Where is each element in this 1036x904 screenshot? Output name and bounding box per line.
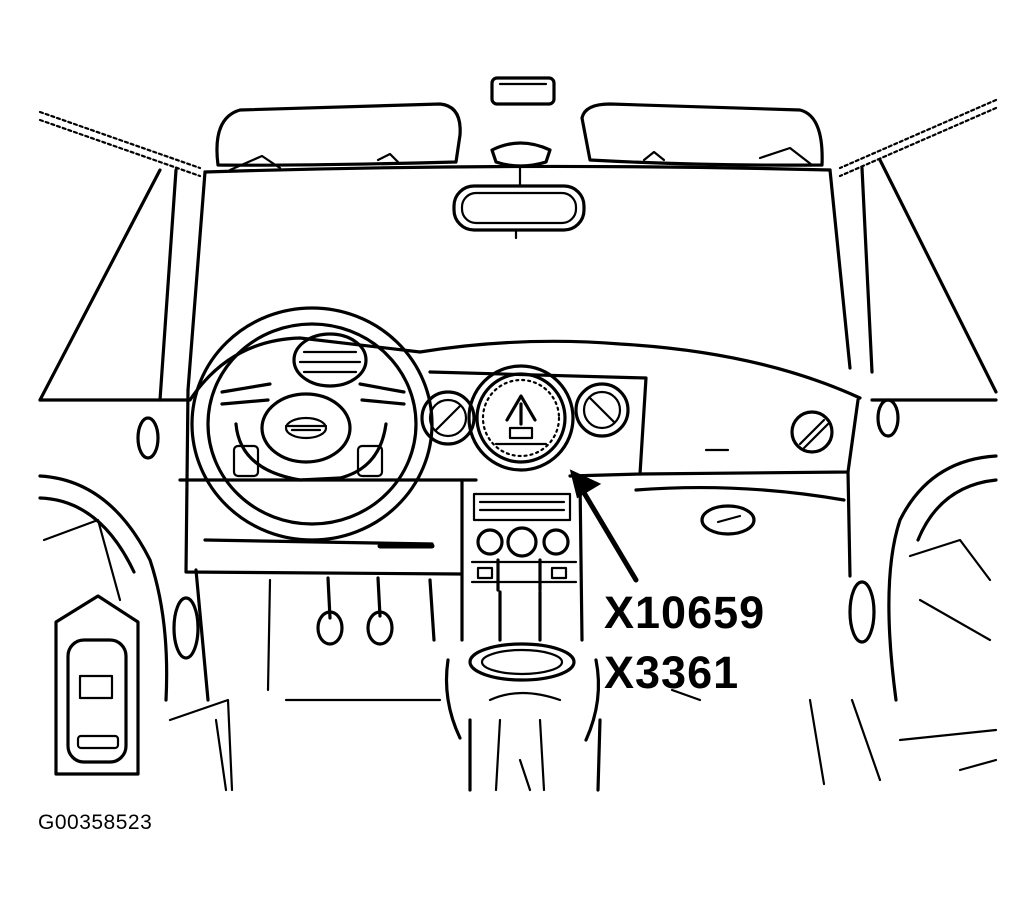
callout-arrow [569,469,639,583]
sun-visor-right [580,102,824,167]
windshield [38,158,998,402]
instrument-cluster [420,364,630,472]
door-left [38,398,234,792]
figure-id: G00358523 [38,811,153,834]
center-console [460,478,584,642]
glove-box-latch [700,504,756,536]
dashboard [178,336,862,578]
window-switch-inset [54,594,140,776]
dome-light [490,76,556,106]
connector-label-x3361: X3361 [604,647,740,698]
steering-wheel [190,306,434,542]
door-right [848,398,998,782]
pedals [266,576,442,702]
connector-label-x10659: X10659 [604,587,766,638]
gear-shift [444,642,602,792]
floor-lines [214,688,998,792]
headliner-seams [38,98,998,178]
air-vent-right [704,410,834,454]
sun-visor-left [215,102,462,172]
rear-view-mirror [452,141,586,240]
